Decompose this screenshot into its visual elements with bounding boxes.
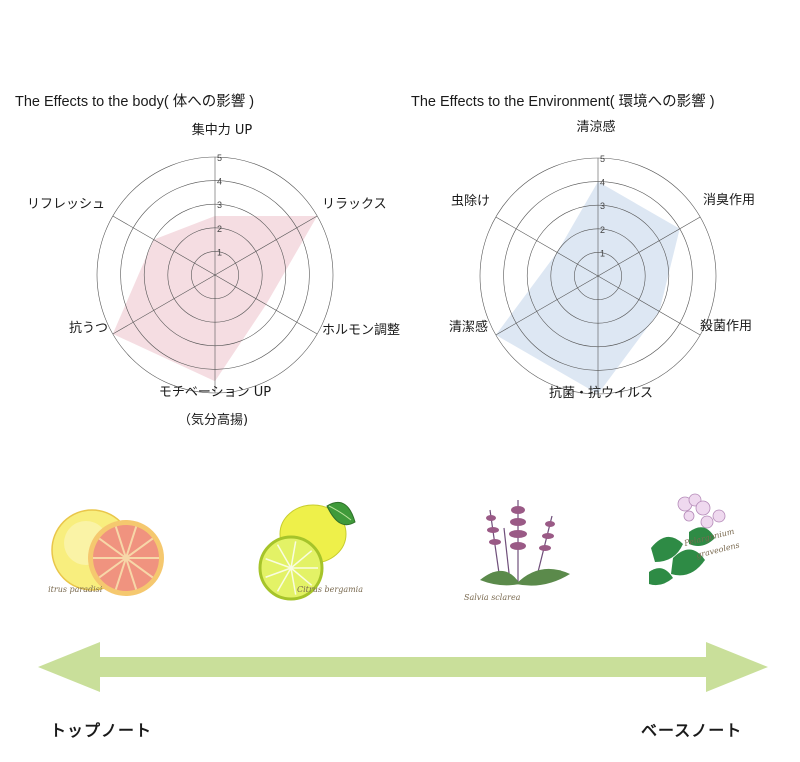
radar-tick-label: 5: [217, 153, 222, 163]
label-top-note: トップノート: [50, 721, 153, 740]
radar-tick-label: 4: [600, 178, 605, 188]
radar-spoke: [214, 215, 318, 276]
radar-spoke: [112, 215, 216, 276]
chart-title-environment: The Effects to the Environment( 環境への影響 ): [411, 94, 715, 110]
label-base-note: ベースノート: [641, 721, 743, 740]
radar-spoke: [495, 216, 599, 277]
bergamot-illustration: Citrus bergamia: [258, 502, 363, 601]
radar-axis-label: リラックス: [322, 197, 387, 212]
radar-axis-label: 虫除け: [451, 194, 490, 209]
radar-axis-label: 消臭作用: [703, 193, 755, 208]
radar-axis-label: ホルモン調整: [322, 323, 400, 338]
radar-axis-label-sub: （気分高揚): [178, 412, 248, 428]
chart-title-body: The Effects to the body( 体への影響 ): [15, 94, 255, 110]
radar-tick-label: 3: [600, 201, 605, 211]
radar-series-area: [495, 181, 680, 394]
plant-caption: Salvia sclarea: [464, 593, 521, 602]
radar-tick-label: 2: [600, 225, 605, 235]
radar-tick-label: 1: [600, 248, 605, 258]
geranium-illustration: Pelargonium graveolens: [649, 493, 741, 586]
radar-tick-label: 4: [217, 177, 222, 187]
plant-caption: Citrus paradisi: [48, 585, 103, 594]
double-arrow: [38, 642, 768, 692]
grapefruit-illustration: Citrus paradisi: [48, 509, 164, 596]
radar-tick-label: 5: [600, 154, 605, 164]
radar-spoke: [112, 274, 216, 335]
radar-axis-label: 清涼感: [576, 119, 615, 135]
radar-tick-label: 2: [217, 224, 222, 234]
radar-axis-label: 抗うつ: [69, 321, 108, 336]
radar-spoke: [495, 275, 599, 336]
radar-axis-label: 抗菌・抗ウイルス: [549, 386, 653, 401]
clary-sage-illustration: Salvia sclarea: [464, 500, 570, 602]
radar-axis-label: 殺菌作用: [700, 319, 752, 334]
radar-axis-label: モチベーション UP: [159, 385, 271, 400]
radar-axis-label: リフレッシュ: [27, 197, 105, 212]
plant-caption: Citrus bergamia: [297, 585, 363, 594]
radar-spoke: [597, 216, 701, 277]
radar-tick-label: 1: [217, 247, 222, 257]
radar-tick-label: 3: [217, 200, 222, 210]
radar-spoke: [597, 275, 701, 336]
radar-axis-label: 集中力 UP: [192, 122, 253, 138]
radar-axis-label: 清潔感: [449, 319, 488, 335]
